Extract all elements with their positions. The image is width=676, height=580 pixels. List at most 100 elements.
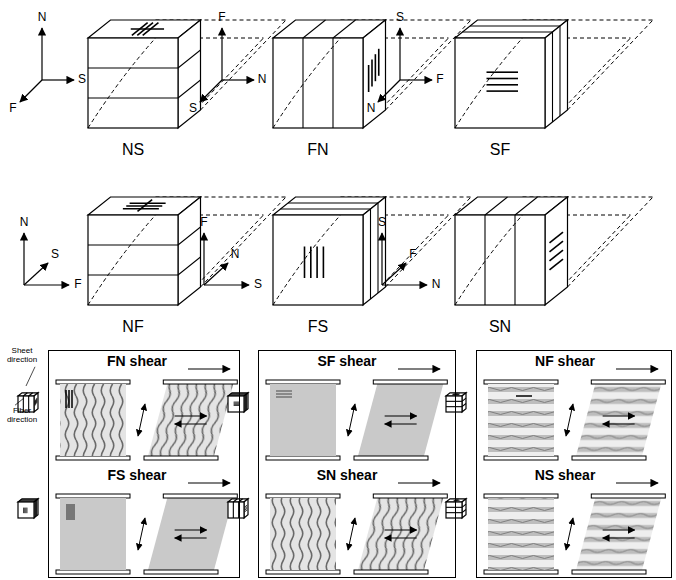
stroke: [23, 508, 24, 514]
stroke: [233, 502, 234, 518]
stroke: [65, 390, 67, 408]
stroke: [23, 393, 27, 396]
stroke: [363, 20, 386, 128]
stroke: [370, 209, 371, 299]
axis-arrow: [378, 80, 400, 102]
axis-letter: F: [409, 248, 416, 261]
stroke: [88, 244, 178, 245]
stroke: [35, 401, 36, 406]
axis-letter: N: [432, 278, 441, 291]
axis-arrow: [204, 263, 228, 285]
stroke: [245, 510, 247, 512]
cube: [18, 499, 38, 518]
orientation-icon: [228, 393, 248, 412]
shear-pair: [175, 423, 207, 424]
direction-arrow: [566, 404, 573, 436]
stroke: [88, 97, 178, 98]
stroke: [281, 208, 371, 209]
axis-triad: [378, 28, 432, 102]
axis-arrow: [20, 80, 42, 102]
axis-arrow: [24, 263, 48, 285]
cube-face: [446, 502, 462, 518]
tissue-sample: [60, 498, 126, 570]
stroke: [568, 197, 654, 287]
shear-arrow: [398, 368, 440, 369]
direction-arrow: [348, 518, 355, 550]
stroke: [462, 393, 466, 412]
axis-letter: N: [367, 102, 376, 115]
stroke: [26, 508, 27, 514]
stroke: [303, 20, 326, 38]
tissue-sample: [488, 498, 554, 570]
stroke: [25, 508, 26, 514]
stroke: [244, 393, 248, 412]
stroke: [550, 259, 564, 270]
axis-triad: [200, 28, 254, 102]
plate: [572, 456, 646, 460]
stroke: [88, 67, 178, 68]
axis-letter: F: [436, 73, 443, 86]
stroke: [462, 398, 466, 401]
stroke: [36, 399, 37, 404]
stroke: [545, 20, 568, 128]
plate: [354, 570, 428, 574]
panel-title: SN shear: [317, 468, 378, 483]
cube-face: [455, 38, 545, 128]
stroke: [368, 65, 370, 92]
stroke: [36, 500, 37, 516]
sheared-sample: [148, 384, 233, 456]
stroke: [455, 38, 523, 128]
shear-pair: [175, 529, 207, 530]
stroke: [36, 398, 37, 403]
stroke: [455, 215, 523, 305]
shear-pair: [385, 537, 417, 538]
cube: [88, 20, 286, 128]
plate: [484, 456, 558, 460]
leader-line: [26, 367, 35, 386]
stroke: [178, 80, 201, 98]
cube-face: [273, 215, 363, 305]
plate: [144, 456, 218, 460]
stroke: [29, 393, 33, 396]
stroke: [68, 390, 70, 408]
sheared-sample: [358, 384, 443, 456]
stroke: [304, 247, 306, 279]
axis-arrow: [23, 233, 24, 285]
stroke: [178, 257, 201, 275]
axis-arrow: [203, 233, 204, 285]
axis-letter: F: [9, 102, 16, 115]
plate: [591, 494, 665, 498]
shear-pair: [603, 415, 635, 416]
axis-letter: S: [254, 278, 262, 291]
direction-arrow: [348, 404, 355, 436]
tissue-sample: [358, 498, 443, 570]
stroke: [371, 60, 373, 87]
stroke: [446, 401, 462, 402]
axis-arrow: [382, 263, 406, 285]
stroke: [273, 38, 341, 128]
direction-arrow: [566, 518, 573, 550]
stroke: [446, 507, 462, 508]
stroke: [71, 390, 73, 408]
tissue-sample: [576, 384, 661, 456]
panel-title: FN shear: [107, 354, 167, 369]
plate: [56, 380, 130, 384]
plate: [354, 456, 428, 460]
stroke: [131, 28, 164, 30]
stroke: [316, 247, 318, 279]
stroke: [462, 504, 466, 507]
stroke: [302, 38, 303, 128]
axis-triad: [24, 233, 69, 285]
panel-title: FS shear: [107, 468, 166, 483]
cube-face: [273, 38, 363, 128]
orientation-icon: [446, 393, 466, 412]
panel-title: NF shear: [535, 354, 595, 369]
plate: [266, 380, 340, 384]
axis-arrow: [381, 233, 382, 285]
cube: [455, 197, 653, 305]
side-label: Sheet direction: [3, 347, 41, 365]
cube-face: [228, 502, 244, 518]
plate: [163, 494, 237, 498]
shear-pair: [603, 529, 635, 530]
